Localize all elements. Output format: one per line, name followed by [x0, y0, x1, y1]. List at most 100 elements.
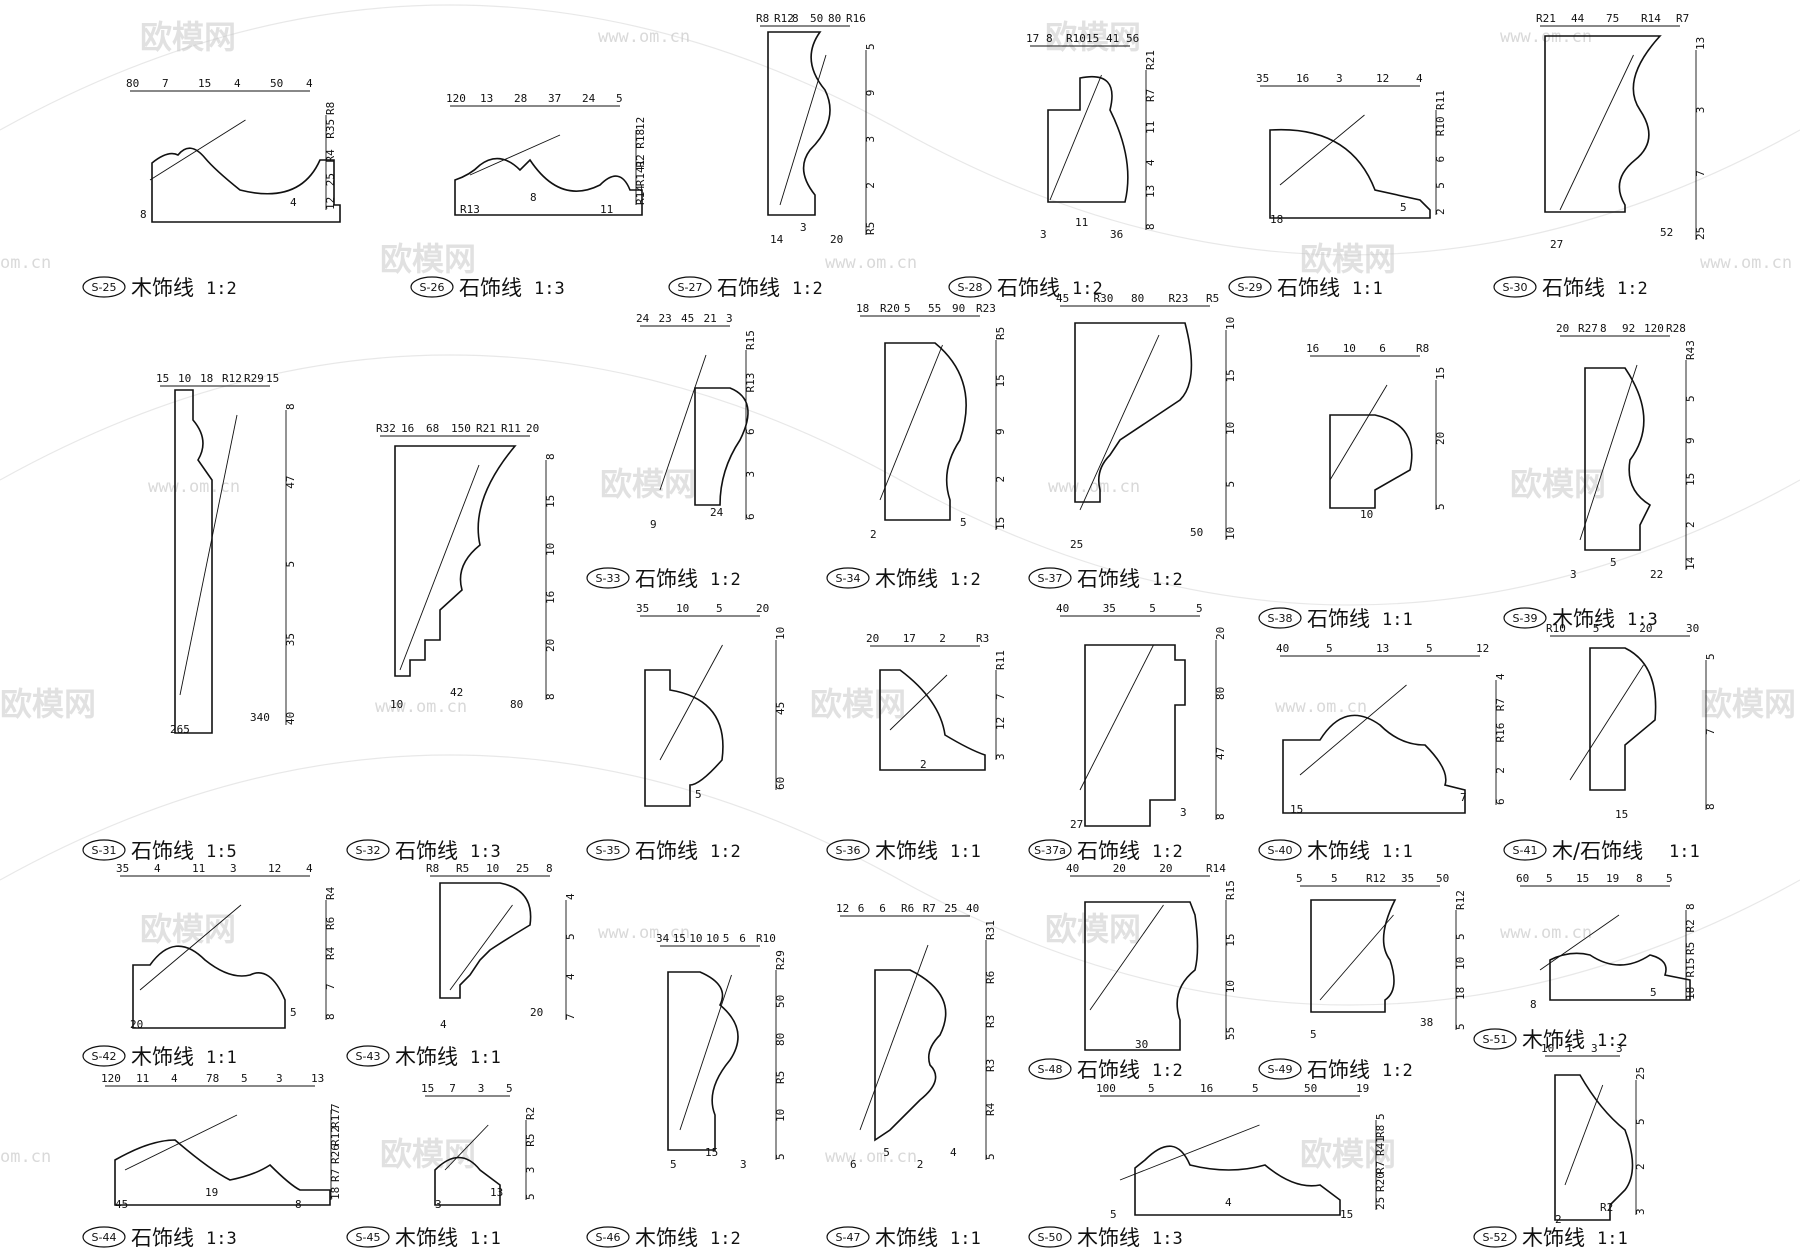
- radius-leader: [679, 974, 732, 1131]
- dimension-label: 8: [530, 191, 537, 204]
- profile-outline: [132, 945, 286, 1029]
- dimension-label: 7: [449, 1082, 456, 1095]
- dimension-label: 20: [866, 632, 879, 645]
- dimension-label: R7: [923, 902, 936, 915]
- dimension-label: 5: [241, 1072, 248, 1085]
- profile-code: S-38: [1268, 612, 1293, 625]
- code-badge: [1228, 276, 1272, 298]
- dimension-label: R5: [524, 1133, 537, 1146]
- dimension-label: 3: [1040, 228, 1047, 241]
- dimension-label: 5: [1684, 395, 1697, 402]
- dimension-label: 3: [435, 1198, 442, 1211]
- dimension-label: 15: [1224, 933, 1237, 946]
- profile-code: S-36: [836, 844, 861, 857]
- dimension-label: 4: [1416, 72, 1423, 85]
- profile-scale: 1:1: [1352, 279, 1383, 299]
- dimension-label: 8: [544, 453, 557, 460]
- radius-leader: [124, 1114, 238, 1171]
- profile-outline: [114, 1139, 331, 1206]
- dimension-label: 20: [1434, 432, 1447, 445]
- profile-outline: [874, 969, 947, 1142]
- profile-scale: 1:2: [1152, 842, 1183, 862]
- dimension-label: 5: [1454, 1023, 1467, 1030]
- dimension-label: 2: [920, 758, 927, 771]
- dimension-label: 6: [739, 932, 746, 945]
- dimension-label: R8: [324, 102, 337, 115]
- radius-leader: [1579, 364, 1638, 541]
- dimension-label: R13: [744, 373, 757, 393]
- dimension-label: 5: [1296, 872, 1303, 885]
- profile-scale: 1:2: [710, 1229, 741, 1249]
- dimension-label: 16: [1306, 342, 1319, 355]
- dimension-label: 7: [162, 77, 169, 90]
- dimension-label: 20: [830, 233, 843, 246]
- watermark-url: www.om.cn: [1500, 27, 1592, 47]
- dimension-label: 68: [426, 422, 439, 435]
- dimension-label: 1: [1566, 1042, 1573, 1055]
- dimension-label: R8: [426, 862, 439, 875]
- dimension-label: 44: [1571, 12, 1585, 25]
- dimension-label: 18: [856, 302, 869, 315]
- watermark-layer: 欧模网 欧模网 欧模网 欧模网 欧模网 欧模网 欧模网 欧模网 欧模网 欧模网 …: [0, 4, 1800, 1173]
- dimension-label: 15: [1290, 803, 1303, 816]
- radius-leader: [1089, 904, 1164, 1011]
- dimension-label: 2: [1494, 767, 1507, 774]
- dimension-label: 47: [1214, 747, 1227, 760]
- radius-leader: [879, 344, 943, 501]
- profile-title: 木饰线: [1522, 1226, 1585, 1250]
- dimension-label: 34: [656, 932, 670, 945]
- dimension-label: 15: [994, 517, 1007, 530]
- dimension-label: 5: [716, 602, 723, 615]
- profile-scale: 1:3: [534, 279, 565, 299]
- profile-outline: [644, 669, 724, 807]
- dimension-label: 80: [828, 12, 841, 25]
- code-badge: [82, 839, 126, 861]
- profile-scale: 1:2: [792, 279, 823, 299]
- dimension-label: 10: [774, 1109, 787, 1122]
- dimension-label: 80: [126, 77, 139, 90]
- dimension-label: 5: [1149, 602, 1156, 615]
- profile-scale: 1:1: [950, 842, 981, 862]
- dimension-label: 6: [744, 428, 757, 435]
- dimension-label: 12: [324, 197, 337, 210]
- watermark-brand: 欧模网: [380, 1135, 476, 1173]
- watermark-arc: [0, 354, 1800, 606]
- dimension-label: 15: [1340, 1208, 1353, 1221]
- dimension-label: 56: [1126, 32, 1139, 45]
- dimension-label: 13: [490, 1186, 503, 1199]
- dimension-label: R5: [864, 222, 877, 235]
- dimension-label: 15: [1434, 367, 1447, 380]
- dimension-label: 9: [864, 90, 877, 97]
- dimension-label: 8: [1214, 813, 1227, 820]
- profile-outline: [1544, 35, 1662, 213]
- dimension-label: 50: [1304, 1082, 1317, 1095]
- dimension-label: R12: [1366, 872, 1386, 885]
- dimension-label: 11: [600, 203, 613, 216]
- dimension-label: R6: [901, 902, 914, 915]
- profile-outline: [1282, 714, 1466, 814]
- profile-scale: 1:1: [1597, 1229, 1628, 1249]
- dimension-label: 2: [1434, 208, 1447, 215]
- dimension-label: R12: [1454, 890, 1467, 910]
- profile-code: S-50: [1038, 1231, 1063, 1244]
- watermark-brand: 欧模网: [380, 240, 476, 278]
- radius-leader: [1329, 384, 1388, 481]
- radius-leader: [399, 464, 480, 671]
- dimension-label: 5: [524, 1193, 537, 1200]
- profile-title: 石饰线: [635, 567, 698, 591]
- dimension-label: 4: [290, 196, 297, 209]
- dimension-label: R2: [524, 1107, 537, 1120]
- dimension-label: 11: [1075, 216, 1088, 229]
- radius-leader: [659, 354, 707, 491]
- dimension-label: R10: [756, 932, 776, 945]
- dimension-label: 5: [960, 516, 967, 529]
- dimension-label: 16: [1200, 1082, 1213, 1095]
